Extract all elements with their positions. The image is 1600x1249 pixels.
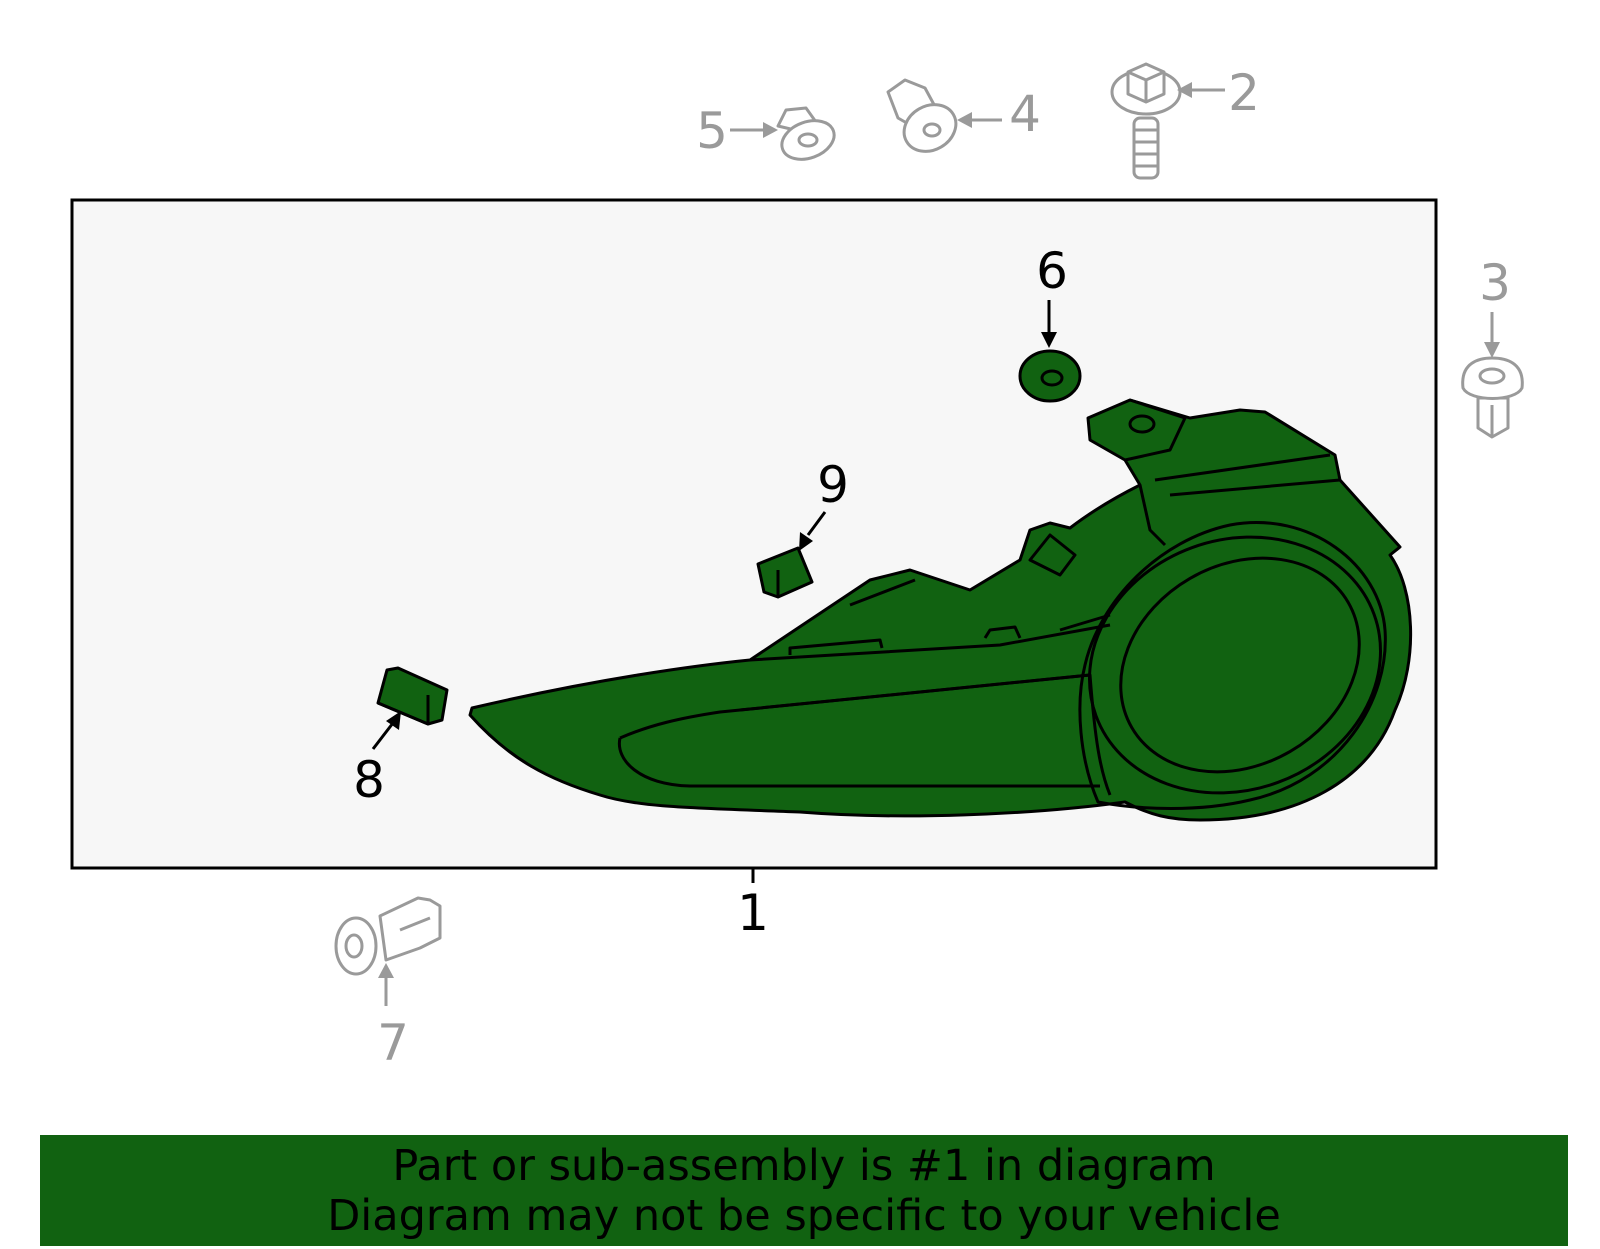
- info-banner: Part or sub-assembly is #1 in diagram Di…: [40, 1135, 1568, 1246]
- callout-6: 6: [1036, 242, 1068, 300]
- clip-part-7[interactable]: [334, 896, 442, 976]
- callout-arrows: [371, 82, 1500, 1006]
- callout-7: 7: [377, 1014, 409, 1072]
- nut-part-4[interactable]: [886, 78, 964, 161]
- clip-part-9[interactable]: [756, 546, 814, 599]
- clip-part-8[interactable]: [376, 666, 449, 726]
- callout-1: 1: [737, 884, 769, 942]
- clip-part-3[interactable]: [1461, 356, 1524, 439]
- banner-line-1: Part or sub-assembly is #1 in diagram: [392, 1141, 1216, 1191]
- callout-8: 8: [353, 751, 385, 809]
- callout-2: 2: [1228, 64, 1260, 122]
- nut-part-5[interactable]: [776, 106, 839, 166]
- callout-5: 5: [696, 102, 728, 160]
- banner-line-2: Diagram may not be specific to your vehi…: [327, 1191, 1281, 1241]
- callout-9: 9: [817, 456, 849, 514]
- bolt-part-2[interactable]: [1110, 62, 1182, 180]
- callout-4: 4: [1009, 85, 1041, 143]
- fog-lamp-assembly[interactable]: [468, 398, 1417, 833]
- callout-3: 3: [1479, 254, 1511, 312]
- grommet-part-6[interactable]: [1018, 349, 1082, 403]
